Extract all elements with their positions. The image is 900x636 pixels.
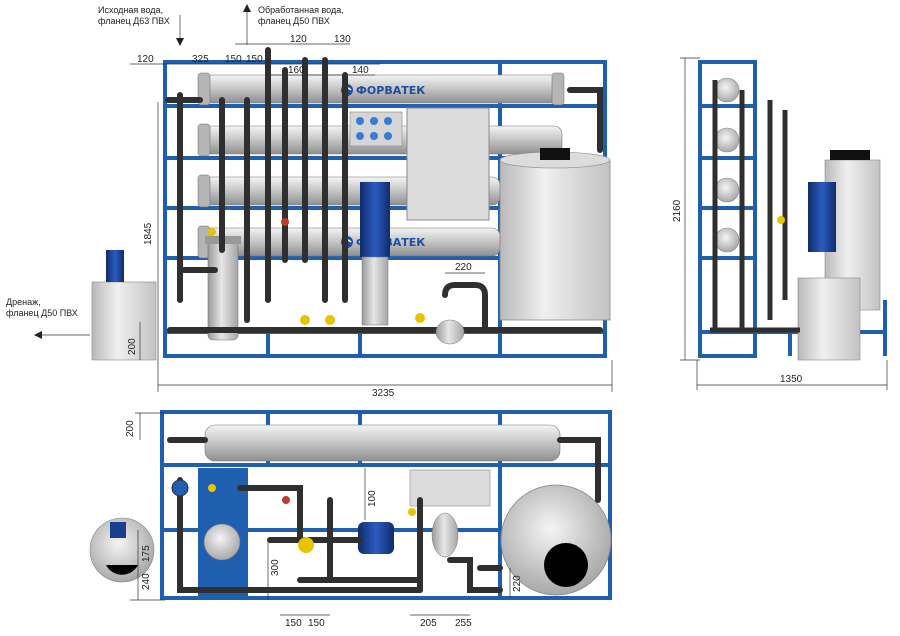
inlet-label-line2: фланец Д63 ПВХ [98, 16, 170, 26]
dim-front-top-4: 160 [288, 65, 305, 76]
dim-front-height: 1845 [143, 222, 154, 245]
dosing-tank-front [91, 250, 157, 361]
dim-top-bottom-0: 150 [285, 618, 302, 629]
dim-side-width: 1350 [780, 374, 803, 385]
dim-front-top-6: 130 [334, 34, 351, 45]
dim-top-pipe-spacing: 300 [270, 559, 281, 576]
dim-front-manifold: 220 [455, 262, 472, 273]
dim-top-bottom-2: 205 [420, 618, 437, 629]
dim-front-top-7: 140 [352, 65, 369, 76]
inlet-label-line1: Исходная вода, [98, 5, 163, 15]
side-dimensions [680, 57, 888, 390]
dim-top-tank-offset: 175 [141, 545, 152, 562]
drain-label-line2: фланец Д50 ПВХ [6, 308, 78, 318]
drain-label-line1: Дренаж, [6, 297, 41, 307]
dim-side-height: 2160 [672, 199, 683, 222]
dim-front-base: 200 [127, 338, 138, 355]
dim-front-top-3: 150 [246, 54, 263, 65]
front-view: ФОРВАТЕК ФОРВАТЕК [91, 47, 611, 361]
treated-label-line1: Обработанная вода, [258, 5, 344, 15]
control-cabinet [406, 107, 490, 221]
dim-top-pump-gap: 100 [367, 490, 378, 507]
dim-front-top-2: 150 [225, 54, 242, 65]
high-pressure-pump [360, 182, 390, 326]
membrane-vessel-top [204, 424, 561, 462]
dim-top-depth: 200 [125, 420, 136, 437]
top-dimensions [130, 412, 511, 616]
front-pipes [165, 47, 603, 333]
arrowheads [34, 4, 251, 339]
brand-label-upper: ФОРВАТЕК [356, 84, 425, 97]
storage-tank [499, 148, 611, 321]
front-dimensions [35, 8, 613, 392]
front-valves [208, 218, 465, 345]
dim-top-tank-edge: 240 [141, 573, 152, 590]
dim-front-top-5: 120 [290, 34, 307, 45]
treated-label-line2: фланец Д50 ПВХ [258, 16, 330, 26]
gauge-panel [349, 111, 403, 147]
dim-front-width: 3235 [372, 388, 395, 399]
dim-front-top-0: 120 [137, 54, 154, 65]
side-view [698, 60, 887, 361]
top-view [89, 410, 612, 600]
dim-top-bottom-3: 255 [455, 618, 472, 629]
dim-top-corner: 220 [512, 575, 523, 592]
dim-front-top-1: 325 [192, 54, 209, 65]
dim-top-bottom-1: 150 [308, 618, 325, 629]
